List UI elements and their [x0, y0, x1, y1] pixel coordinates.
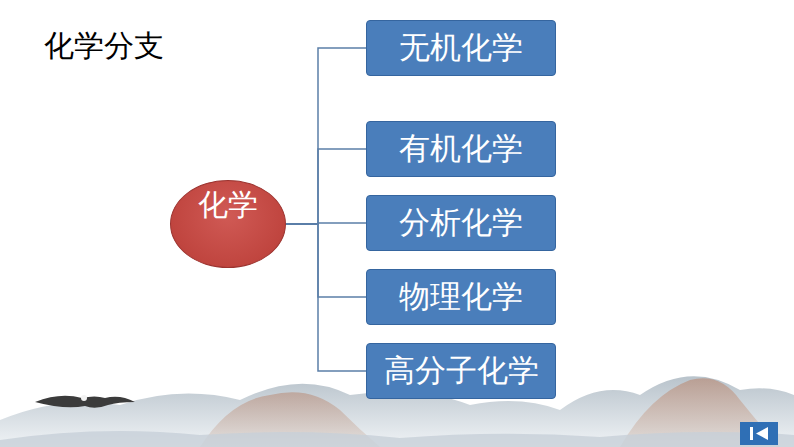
mountain-foreground [0, 431, 794, 447]
branch-box: 分析化学 [366, 195, 556, 251]
nav-button-arrow [756, 427, 768, 440]
node-label: 物理化学 [399, 276, 523, 318]
branch-box: 物理化学 [366, 269, 556, 325]
slide-title: 化学分支 [44, 26, 164, 67]
eagle [35, 396, 135, 408]
node-label: 有机化学 [399, 128, 523, 170]
branch-box: 高分子化学 [366, 343, 556, 399]
tree-connector [286, 149, 366, 224]
nav-button [740, 422, 778, 445]
node-label: 高分子化学 [384, 350, 539, 392]
tree-connector [286, 224, 366, 371]
branch-box: 无机化学 [366, 20, 556, 76]
tree-connector [286, 48, 366, 224]
node-label: 分析化学 [399, 202, 523, 244]
node-label: 化学 [198, 185, 258, 226]
nav-button-bar [750, 427, 753, 440]
center-ellipse: 化学 [170, 180, 286, 268]
eagle-head [81, 395, 87, 401]
tree-connector [286, 224, 366, 297]
branch-box: 有机化学 [366, 121, 556, 177]
node-label: 无机化学 [399, 27, 523, 69]
